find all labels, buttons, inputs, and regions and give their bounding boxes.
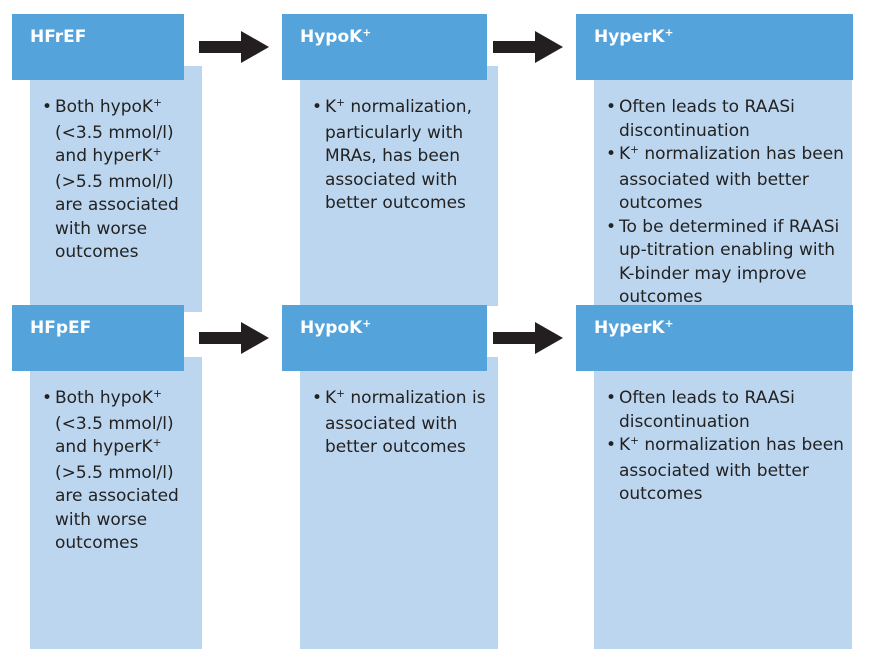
header-superscript: + [664, 26, 674, 39]
bullet-item: To be determined if RAASi up-titration e… [606, 216, 844, 310]
bullet-list-container: Both hypoK+ (<3.5 mmol/l) and hyperK+ (>… [42, 387, 194, 556]
superscript-plus: + [336, 96, 345, 109]
bullet-item: K+ normalization, particularly with MRAs… [312, 96, 490, 216]
header-label: HyperK [594, 27, 665, 47]
header-superscript: + [664, 317, 674, 330]
header-superscript: + [362, 317, 372, 330]
bullet-list: K+ normalization is associated with bett… [312, 387, 490, 460]
bullet-text: normalization is associated with better … [325, 388, 486, 457]
bullet-list-container: Both hypoK+ (<3.5 mmol/l) and hyperK+ (>… [42, 96, 194, 265]
bullet-item: Often leads to RAASi discontinuation [606, 387, 844, 434]
column-header: HFpEF [12, 305, 184, 371]
header-label: HyperK [594, 318, 665, 338]
bullet-item: K+ normalization is associated with bett… [312, 387, 490, 460]
header-label: HypoK [300, 318, 363, 338]
superscript-plus: + [630, 434, 639, 447]
bullet-item: Both hypoK+ (<3.5 mmol/l) and hyperK+ (>… [42, 387, 194, 556]
right-arrow-icon [493, 322, 563, 354]
bullet-list: Both hypoK+ (<3.5 mmol/l) and hyperK+ (>… [42, 387, 194, 556]
column-header: HFrEF [12, 14, 184, 80]
bullet-list-container: K+ normalization is associated with bett… [312, 387, 490, 460]
column-header: HyperK+ [576, 305, 853, 371]
right-arrow-icon [199, 31, 269, 63]
right-arrow-icon [493, 31, 563, 63]
bullet-text: normalization, particularly with MRAs, h… [325, 97, 472, 213]
header-superscript: + [362, 26, 372, 39]
arrow-shape [493, 322, 563, 354]
bullet-list: Both hypoK+ (<3.5 mmol/l) and hyperK+ (>… [42, 96, 194, 265]
header-label: HypoK [300, 27, 363, 47]
right-arrow-icon [199, 322, 269, 354]
arrow-shape [199, 31, 269, 63]
column-header: HypoK+ [282, 305, 487, 371]
arrow-shape [493, 31, 563, 63]
superscript-plus: + [336, 387, 345, 400]
bullet-text: normalization has been associated with b… [619, 435, 844, 504]
bullet-list-container: Often leads to RAASi discontinuationK+ n… [606, 96, 844, 310]
bullet-list: Often leads to RAASi discontinuationK+ n… [606, 96, 844, 310]
bullet-text: To be determined if RAASi up-titration e… [619, 216, 840, 308]
bullet-item: K+ normalization has been associated wit… [606, 434, 844, 507]
bullet-text: K [619, 435, 631, 455]
bullet-text: K [325, 388, 337, 408]
bullet-text: normalization has been associated with b… [619, 144, 844, 213]
superscript-plus: + [630, 143, 639, 156]
bullet-text: Both hypoK [55, 388, 154, 408]
column-header: HyperK+ [576, 14, 853, 80]
superscript-plus: + [152, 436, 162, 449]
superscript-plus: + [152, 145, 162, 158]
bullet-list: Often leads to RAASi discontinuationK+ n… [606, 387, 844, 507]
header-label: HFpEF [30, 318, 92, 338]
column-header: HypoK+ [282, 14, 487, 80]
header-label: HFrEF [30, 27, 87, 47]
bullet-list-container: K+ normalization, particularly with MRAs… [312, 96, 490, 216]
bullet-text: K [619, 144, 631, 164]
bullet-text: Both hypoK [55, 97, 154, 117]
bullet-item: K+ normalization has been associated wit… [606, 143, 844, 216]
bullet-list: K+ normalization, particularly with MRAs… [312, 96, 490, 216]
superscript-plus: + [153, 387, 162, 400]
arrow-shape [199, 322, 269, 354]
bullet-text: (>5.5 mmol/l) are associated with worse … [55, 171, 179, 263]
bullet-item: Both hypoK+ (<3.5 mmol/l) and hyperK+ (>… [42, 96, 194, 265]
bullet-text: (<3.5 mmol/l) and hyperK [55, 122, 174, 167]
bullet-text: (>5.5 mmol/l) are associated with worse … [55, 462, 179, 554]
bullet-item: Often leads to RAASi discontinuation [606, 96, 844, 143]
bullet-list-container: Often leads to RAASi discontinuationK+ n… [606, 387, 844, 507]
bullet-text: Often leads to RAASi discontinuation [619, 97, 795, 141]
bullet-text: (<3.5 mmol/l) and hyperK [55, 413, 174, 458]
superscript-plus: + [153, 96, 162, 109]
bullet-text: Often leads to RAASi discontinuation [619, 388, 795, 432]
bullet-text: K [325, 97, 337, 117]
